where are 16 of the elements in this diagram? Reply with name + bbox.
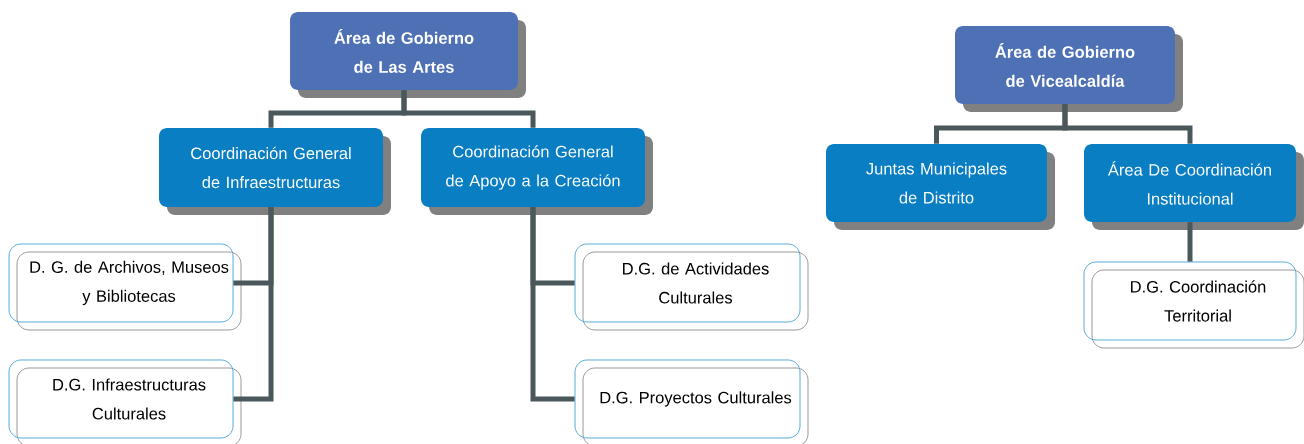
directorate-box: D.G. Infraestructuras Culturales xyxy=(8,359,242,444)
connector-line xyxy=(1187,222,1193,262)
directorate-box: D.G. Coordinación Territorial xyxy=(1083,261,1304,349)
coordination-box: Área De Coordinación Institucional xyxy=(1084,144,1304,230)
coordination-box: Coordinación General de Apoyo a la Creación xyxy=(421,128,653,215)
directorate-box: D.G. Proyectos Culturales xyxy=(574,359,809,444)
department-box: Área de Gobierno de Vicealcaldía xyxy=(955,26,1183,112)
connector-line xyxy=(530,207,575,402)
coordination-box: Juntas Municipales de Distrito xyxy=(826,144,1055,230)
directorate-box: D.G. de Actividades Culturales xyxy=(574,243,809,331)
coordination-box: Coordinación General de Infraestructuras xyxy=(159,128,391,215)
department-box: Área de Gobierno de Las Artes xyxy=(290,12,526,98)
connector-line xyxy=(401,90,536,128)
connector-line xyxy=(233,207,274,402)
connector-line xyxy=(1062,104,1193,144)
directorate-box: D. G. de Archivos, Museos y Bibliotecas xyxy=(8,243,242,331)
